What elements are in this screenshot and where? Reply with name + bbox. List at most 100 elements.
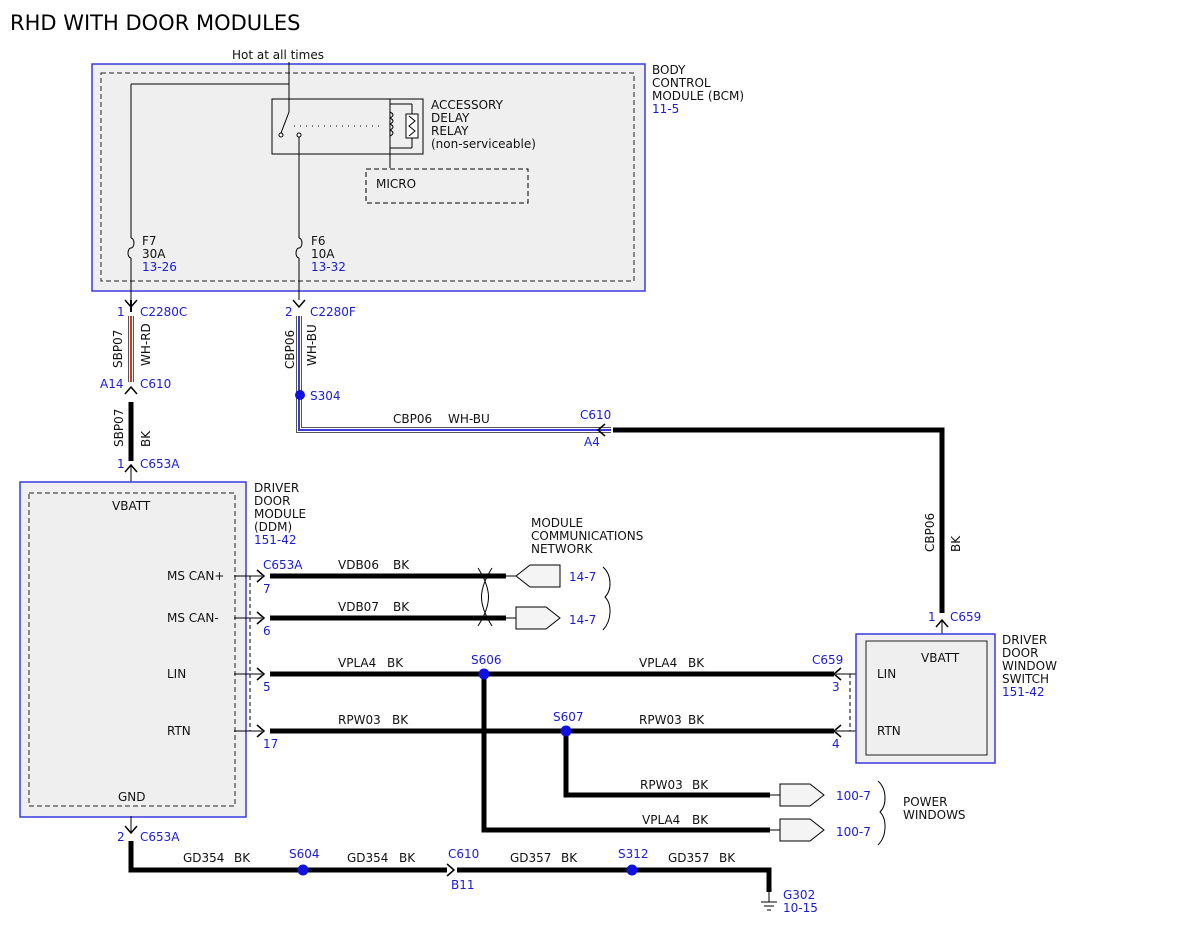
c653a-gnd-pin: 2: [117, 830, 125, 844]
c659-top-label[interactable]: C659: [950, 610, 981, 624]
switch-ref-link[interactable]: 151-42: [1002, 685, 1045, 699]
ground-ref-link[interactable]: 10-15: [783, 901, 818, 915]
wire-vdb06-color: BK: [393, 558, 410, 572]
c610-right-label[interactable]: C610: [580, 408, 611, 422]
network-ref-b-link[interactable]: 14-7: [569, 613, 596, 627]
splice-s304-label[interactable]: S304: [310, 389, 341, 403]
wire-bk-r-color: BK: [949, 535, 963, 552]
wire-gd357-a-code: GD357: [510, 851, 551, 865]
ddm-vbatt-pin: VBATT: [112, 499, 151, 513]
wire-gd354-a-color: BK: [234, 851, 251, 865]
power-windows-ref-a-link[interactable]: 100-7: [836, 789, 871, 803]
driver-door-window-switch: VBATT LIN RTN DRIVER DOOR WINDOW SWITCH …: [855, 633, 1057, 764]
micro-label: MICRO: [376, 177, 416, 191]
driver-door-module: VBATT GND MS CAN+ MS CAN- LIN RTN DRIVER…: [19, 481, 306, 818]
c610-left-label[interactable]: C610: [140, 377, 171, 391]
connector-arrow-icon: [446, 863, 456, 877]
f7-rating: 30A: [142, 247, 166, 261]
power-windows-ref-b-link[interactable]: 100-7: [836, 825, 871, 839]
connector-arrow-icon: [124, 825, 138, 835]
ddm-ref-link[interactable]: 151-42: [254, 533, 297, 547]
wire-wh-bu-h-color: WH-BU: [448, 412, 490, 426]
f6-rating: 10A: [311, 247, 335, 261]
bcm-name-3: MODULE (BCM): [652, 89, 744, 103]
network-connector-a-icon: [515, 564, 561, 588]
wire-vdb06-code: VDB06: [338, 558, 379, 572]
wire-vpla4-pw-color: BK: [692, 813, 709, 827]
ddm-pin-rtn: RTN: [167, 724, 191, 738]
switch-name-4: SWITCH: [1002, 672, 1049, 686]
network-label-1: MODULE: [531, 516, 583, 530]
splice-s604-label[interactable]: S604: [289, 847, 320, 861]
c653a-top-pin: 1: [117, 457, 125, 471]
wire-cbp06-h-code: CBP06: [393, 412, 432, 426]
wire-vpla4-pw-code: VPLA4: [642, 813, 680, 827]
network-ref-a-link[interactable]: 14-7: [569, 570, 596, 584]
switch-pin-3: 3: [832, 680, 840, 694]
accessory-delay-relay: ACCESSORY DELAY RELAY (non-serviceable): [271, 98, 536, 168]
bcm-ref-link[interactable]: 11-5: [652, 102, 679, 116]
ddm-pin-ms-can-plus: MS CAN+: [167, 569, 224, 583]
circuit-sbp07: 1 C2280C SBP07 WH-RD A14 C610 SBP07 BK 1…: [100, 299, 187, 496]
ddm-gnd-pin: GND: [118, 790, 146, 804]
splice-s606-dot: [478, 668, 490, 680]
brace-icon: [602, 566, 611, 631]
ddm-name-3: MODULE: [254, 507, 306, 521]
wire-rpw03-l-color: BK: [392, 713, 409, 727]
power-window-connector-a-icon: [779, 783, 825, 807]
wire-bk-a-color: BK: [139, 430, 153, 447]
fuse-f6-icon: [295, 237, 303, 259]
wire-gd354-b-code: GD354: [347, 851, 388, 865]
f7-ref-link[interactable]: 13-26: [142, 260, 177, 274]
network-connector-b-icon: [515, 606, 561, 630]
c653a-top-label[interactable]: C653A: [140, 457, 180, 471]
connector-arrow-icon: [256, 667, 266, 681]
ground-symbol-icon: [761, 892, 777, 911]
c610-gnd-label[interactable]: C610: [448, 847, 479, 861]
splice-s312-label[interactable]: S312: [618, 847, 649, 861]
connector-arrow-icon: [256, 724, 266, 738]
splice-s607-label[interactable]: S607: [553, 710, 584, 724]
splice-s304-dot: [295, 390, 305, 400]
ddm-pin-ms-can-minus: MS CAN-: [167, 611, 219, 625]
body-control-module: BODY CONTROL MODULE (BCM) 11-5 Hot at al…: [91, 48, 744, 300]
splice-s604-dot: [297, 864, 309, 876]
c659-side-label[interactable]: C659: [812, 653, 843, 667]
switch-name-2: DOOR: [1002, 646, 1038, 660]
lin-rtn-wires: VPLA4 BK VPLA4 BK RPW03 BK RPW03 BK S606…: [270, 653, 966, 846]
ddm-pin-5: 5: [263, 680, 271, 694]
f6-ref-link[interactable]: 13-32: [311, 260, 346, 274]
ddm-pin-17: 17: [263, 737, 278, 751]
ddm-name-4: (DDM): [254, 520, 292, 534]
wire-sbp07-b-code: SBP07: [112, 409, 126, 447]
c2280c-label[interactable]: C2280C: [140, 305, 187, 319]
c2280f-pin: 2: [285, 305, 293, 319]
c653a-gnd-label[interactable]: C653A: [140, 830, 180, 844]
circuit-cbp06: 2 C2280F CBP06 WH-BU S304 CBP06 WH-BU C6…: [283, 299, 981, 641]
wire-sbp07-code: SBP07: [111, 330, 125, 368]
splice-s606-label[interactable]: S606: [471, 653, 502, 667]
wire-vpla4-r-color: BK: [688, 656, 705, 670]
ground-g302-label[interactable]: G302: [783, 888, 815, 902]
hot-at-all-times-label: Hot at all times: [232, 48, 324, 62]
power-window-connector-b-icon: [779, 818, 825, 842]
c610-gnd-pin: B11: [451, 878, 475, 892]
c2280f-label[interactable]: C2280F: [310, 305, 356, 319]
switch-lin-pin: LIN: [877, 667, 896, 681]
c2280c-pin: 1: [117, 305, 125, 319]
c659-top-pin: 1: [928, 610, 936, 624]
bcm-name-1: BODY: [652, 63, 686, 77]
network-label-2: COMMUNICATIONS: [531, 529, 643, 543]
c653a-can-label[interactable]: C653A: [263, 558, 303, 572]
ddm-name-1: DRIVER: [254, 481, 299, 495]
ddm-pin-7: 7: [263, 582, 271, 596]
ddm-pin-6: 6: [263, 624, 271, 638]
switch-name-3: WINDOW: [1002, 659, 1057, 673]
connector-arrow-icon: [832, 667, 842, 681]
connector-arrow-icon: [596, 423, 606, 437]
wire-wh-bu-color: WH-BU: [305, 324, 319, 366]
connector-arrow-icon: [256, 569, 266, 583]
wire-vdb07-code: VDB07: [338, 600, 379, 614]
connector-arrow-icon: [292, 299, 306, 309]
ground-circuit: 2 C653A GD354 BK S604 GD354 BK C610 B11 …: [117, 816, 818, 915]
